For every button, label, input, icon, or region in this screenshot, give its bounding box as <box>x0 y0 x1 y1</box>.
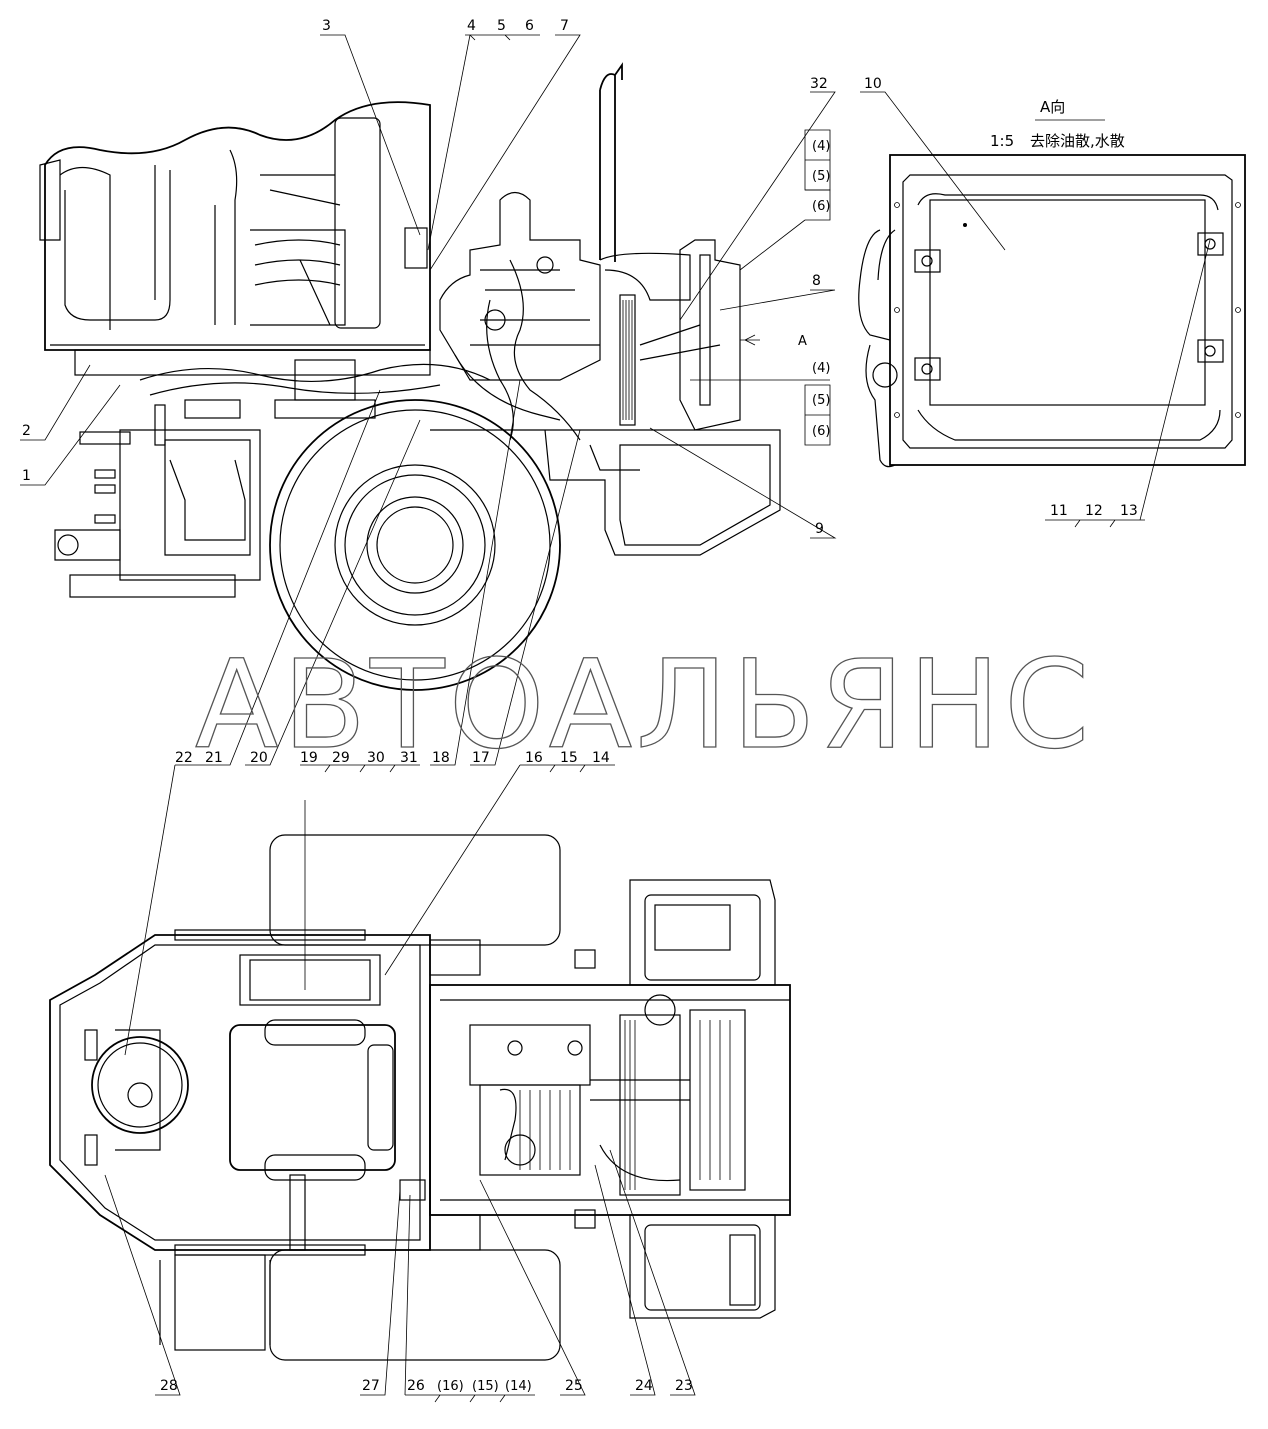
callout-9: 9 <box>815 521 824 537</box>
callout-11: 11 <box>1050 503 1068 519</box>
callout-p6-top: (6) <box>812 199 830 214</box>
callout-28: 28 <box>160 1378 178 1394</box>
callout-15: 15 <box>560 750 578 766</box>
callout-p5-top: (5) <box>812 169 830 184</box>
callout-25: 25 <box>565 1378 583 1394</box>
callout-19: 19 <box>300 750 318 766</box>
callout-18: 18 <box>432 750 450 766</box>
callout-3: 3 <box>322 18 331 34</box>
callout-29: 29 <box>332 750 350 766</box>
callout-1: 1 <box>22 468 31 484</box>
callout-labels: 3 4 5 6 7 32 10 (4) (5) (6) 8 (4) (5) (6… <box>22 18 1138 1394</box>
callout-23: 23 <box>675 1378 693 1394</box>
callout-p16: (16) <box>437 1379 464 1394</box>
callout-17: 17 <box>472 750 490 766</box>
view-a-scale: 1:5 <box>990 132 1014 150</box>
callout-12: 12 <box>1085 503 1103 519</box>
callout-30: 30 <box>367 750 385 766</box>
callout-32: 32 <box>810 76 828 92</box>
callout-p14: (14) <box>505 1379 532 1394</box>
callout-4: 4 <box>467 18 476 34</box>
callout-24: 24 <box>635 1378 653 1394</box>
callout-10: 10 <box>864 76 882 92</box>
view-a-note: 去除油散,水散 <box>1030 132 1125 150</box>
view-a <box>858 154 1246 468</box>
callout-p5-mid: (5) <box>812 393 830 408</box>
callout-5: 5 <box>497 18 506 34</box>
leader-lines <box>20 34 1211 1403</box>
callout-p15: (15) <box>472 1379 499 1394</box>
callout-22: 22 <box>175 750 193 766</box>
callout-31: 31 <box>400 750 418 766</box>
top-view <box>49 834 791 1361</box>
callout-2: 2 <box>22 423 31 439</box>
view-arrow-label: A <box>798 334 807 349</box>
callout-p6-mid: (6) <box>812 424 830 439</box>
callout-21: 21 <box>205 750 223 766</box>
view-a-title: A向 <box>1040 98 1065 116</box>
callout-14: 14 <box>592 750 610 766</box>
callout-7: 7 <box>560 18 569 34</box>
callout-27: 27 <box>362 1378 380 1394</box>
callout-8: 8 <box>812 273 821 289</box>
side-view <box>39 62 781 691</box>
callout-16: 16 <box>525 750 543 766</box>
callout-p4-mid: (4) <box>812 361 830 376</box>
callout-6: 6 <box>525 18 534 34</box>
callout-26: 26 <box>407 1378 425 1394</box>
callout-p4-top: (4) <box>812 139 830 154</box>
watermark: АВТОАЛЬЯНС <box>195 634 1093 776</box>
callout-13: 13 <box>1120 503 1138 519</box>
callout-20: 20 <box>250 750 268 766</box>
